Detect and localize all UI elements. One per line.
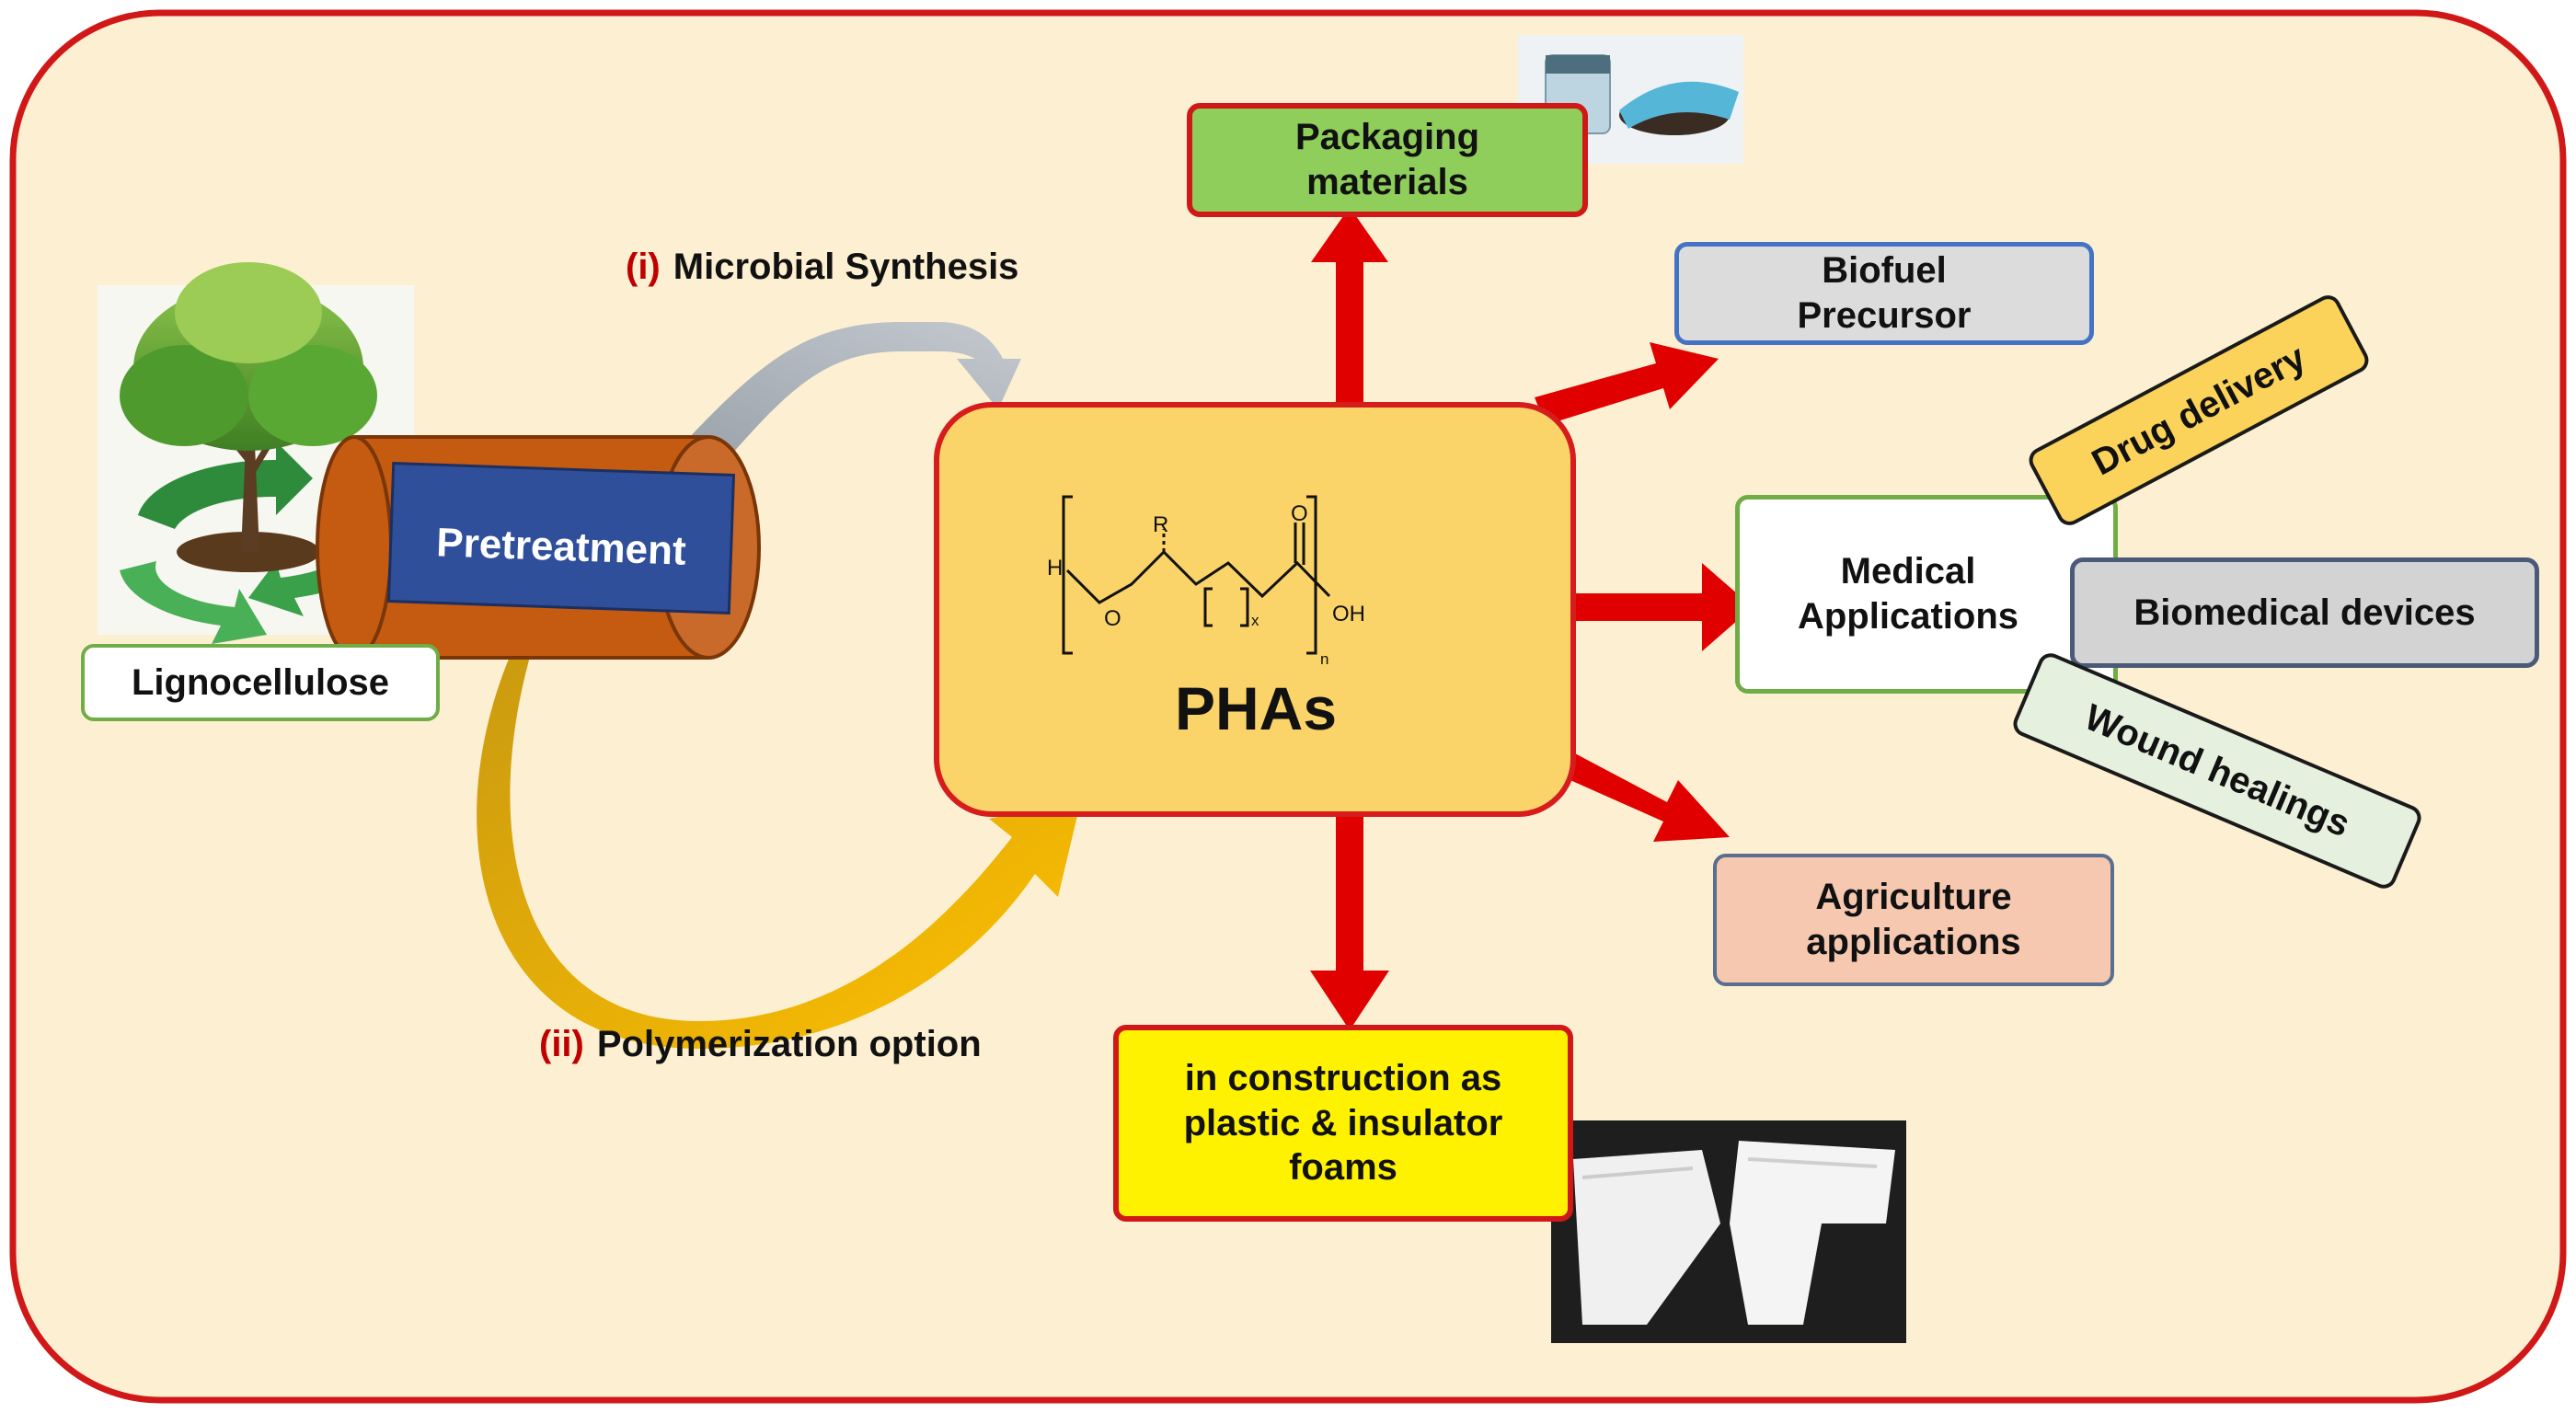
- packaging-box: Packaging materials: [1187, 103, 1588, 217]
- chem-atom-o-carbonyl: O: [1291, 501, 1308, 526]
- construction-box: in construction as plastic & insulator f…: [1113, 1025, 1573, 1222]
- arrow-to-agriculture: [1564, 752, 1730, 842]
- red-arrows: [1310, 207, 1753, 1030]
- chem-subscript-x: x: [1251, 612, 1259, 629]
- arrow-to-medical: [1573, 563, 1753, 651]
- microbial-synthesis-text: Microbial Synthesis: [673, 246, 1019, 287]
- chem-subscript-n: n: [1320, 650, 1328, 668]
- polymerization-text: Polymerization option: [596, 1023, 982, 1064]
- biofuel-box: Biofuel Precursor: [1674, 242, 2094, 345]
- arrow-to-biofuel: [1535, 342, 1719, 425]
- microbial-synthesis-number: (i): [626, 246, 661, 287]
- chem-atom-h: H: [1047, 556, 1063, 580]
- pha-title: PHAs: [1174, 673, 1338, 742]
- microbial-synthesis-label: (i) Microbial Synthesis: [626, 235, 1122, 299]
- arrow-to-construction: [1310, 814, 1389, 1030]
- biomedical-devices-box: Biomedical devices: [2070, 557, 2539, 668]
- pretreatment-drum: [316, 435, 761, 660]
- agriculture-box: Agriculture applications: [1713, 854, 2114, 986]
- pha-chemical-structure: H O R O OH x n: [1047, 495, 1365, 668]
- pretreatment-label: Pretreatment: [435, 520, 687, 574]
- polymerization-arrow: [477, 644, 1081, 1049]
- packaging-products-photo: [1518, 35, 1743, 164]
- pha-box: [934, 402, 1576, 817]
- insulator-foam-photo: [1551, 1120, 1906, 1343]
- pretreatment-band: [386, 462, 736, 615]
- chem-atom-r: R: [1153, 512, 1168, 537]
- arrow-to-packaging: [1311, 207, 1388, 405]
- chem-atom-o: O: [1104, 606, 1121, 631]
- chem-atom-oh: OH: [1332, 602, 1365, 626]
- polymerization-label: (ii) Polymerization option: [539, 1012, 1128, 1076]
- lignocellulose-label: Lignocellulose: [81, 644, 440, 721]
- polymerization-number: (ii): [539, 1023, 584, 1064]
